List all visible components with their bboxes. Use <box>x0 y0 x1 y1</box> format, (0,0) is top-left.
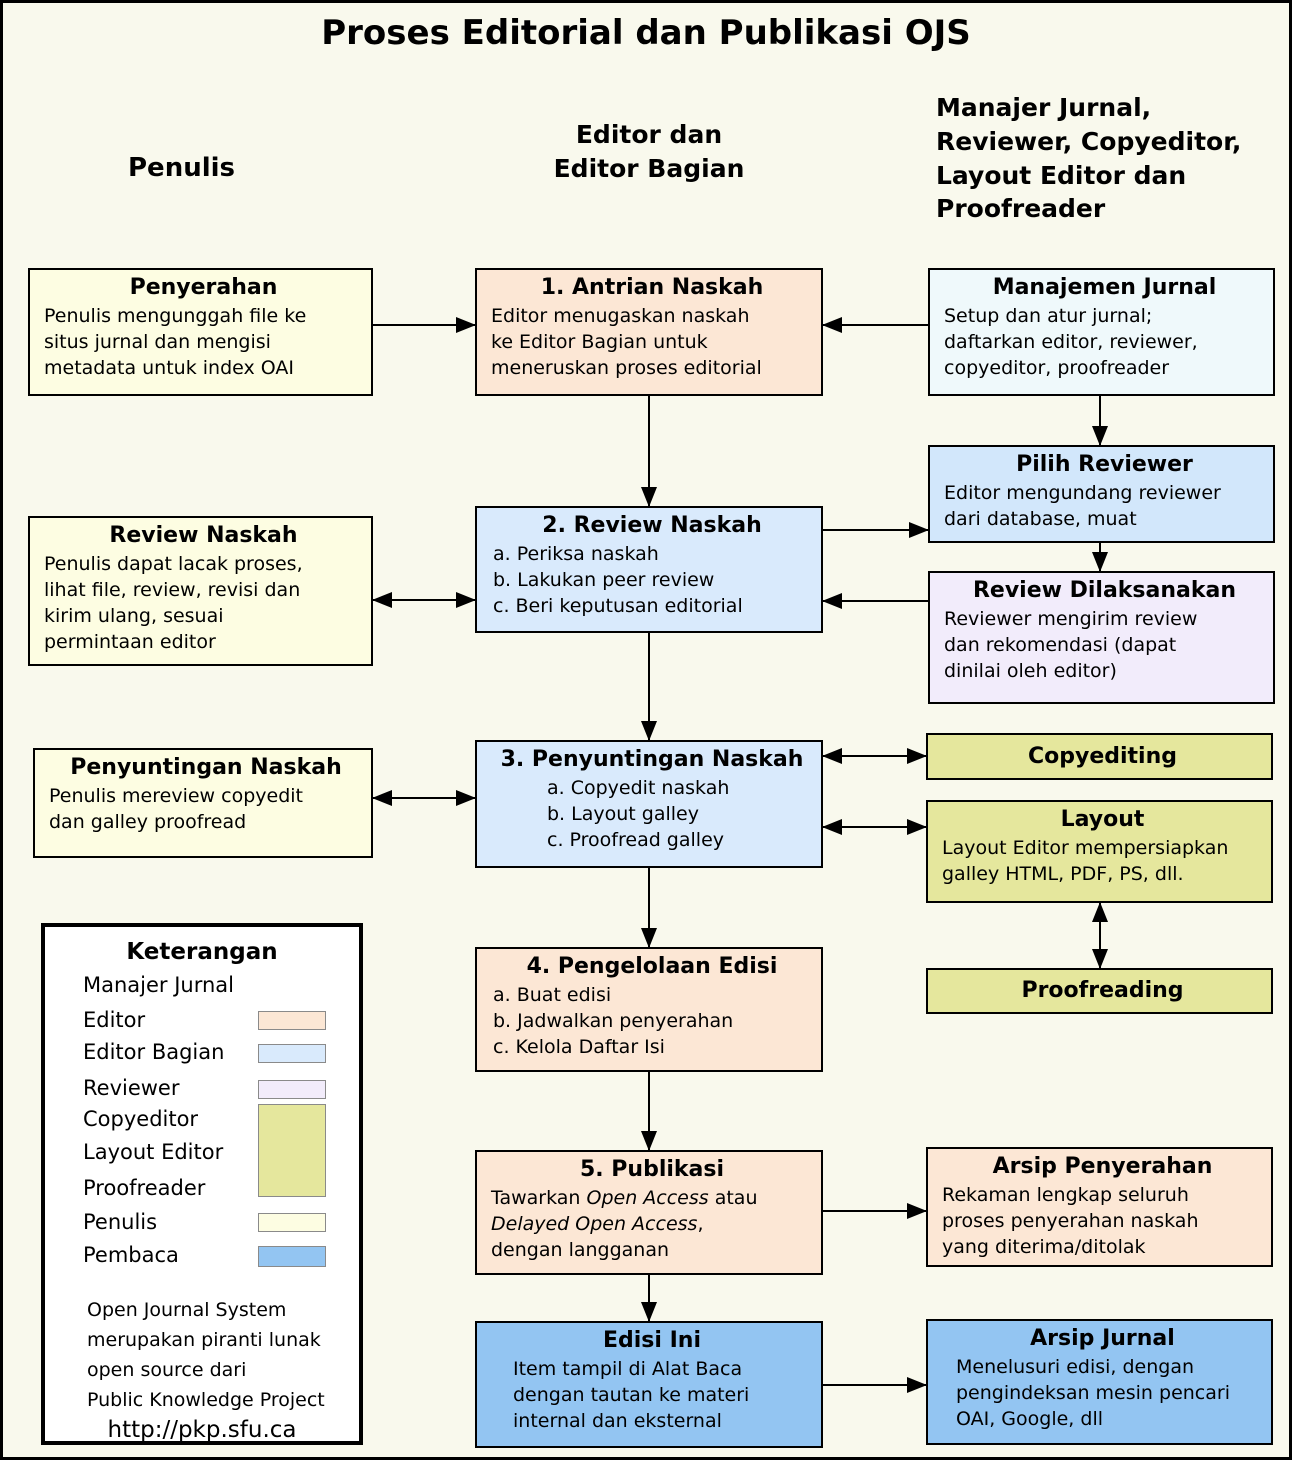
body-text-italic: Delayed Open Access <box>491 1212 698 1235</box>
box-antrian-naskah-body: Editor menugaskan naskah ke Editor Bagia… <box>491 304 762 379</box>
box-arsip-jurnal-body: Menelusuri edisi, dengan pengindeksan me… <box>956 1355 1230 1430</box>
body-text: , <box>697 1212 704 1235</box>
box-manajemen-jurnal-body: Setup dan atur jurnal; daftarkan editor,… <box>944 304 1198 379</box>
box-antrian-naskah-title: 1. Antrian Naskah <box>540 275 764 300</box>
box-pengelolaan-edisi: 4. Pengelolaan Edisi a. Buat edisi b. Ja… <box>475 947 823 1072</box>
body-text: atau <box>708 1186 758 1209</box>
legend-swatch-copyeditor-layout-proofreader <box>258 1104 326 1197</box>
box-penyerahan-body: Penulis mengunggah file ke situs jurnal … <box>44 304 307 379</box>
box-pilih-reviewer-body: Editor mengundang reviewer dari database… <box>944 481 1221 530</box>
legend-label-editor-bagian: Editor Bagian <box>83 1040 225 1064</box>
legend-label-proofreader: Proofreader <box>83 1176 206 1200</box>
legend-label-editor: Editor <box>83 1008 146 1032</box>
flow-arrows <box>372 317 1108 1393</box>
box-penyuntingan-penulis: Penyuntingan Naskah Penulis mereview cop… <box>33 748 373 858</box>
box-penyuntingan-naskah-title: 3. Penyuntingan Naskah <box>500 747 804 772</box>
box-arsip-penyerahan-title: Arsip Penyerahan <box>992 1154 1213 1179</box>
box-layout-title: Layout <box>1060 807 1145 832</box>
legend-note: Open Journal System merupakan piranti lu… <box>87 1299 325 1412</box>
legend-swatch-penulis <box>258 1213 326 1232</box>
list-item: c. Kelola Daftar Isi <box>493 1035 665 1058</box>
column-header-penulis: Penulis <box>128 153 236 183</box>
box-penyuntingan-naskah: 3. Penyuntingan Naskah a. Copyedit naska… <box>475 740 823 868</box>
box-review-dilaksanakan: Review Dilaksanakan Reviewer mengirim re… <box>928 571 1275 704</box>
box-review-naskah-penulis: Review Naskah Penulis dapat lacak proses… <box>28 516 373 666</box>
box-pilih-reviewer: Pilih Reviewer Editor mengundang reviewe… <box>928 445 1275 543</box>
legend-url: http://pkp.sfu.ca <box>107 1417 297 1443</box>
box-pengelolaan-edisi-items: a. Buat edisi b. Jadwalkan penyerahan c.… <box>491 982 813 1060</box>
box-proofreading: Proofreading <box>926 968 1273 1014</box>
legend-label-copyeditor: Copyeditor <box>83 1107 199 1131</box>
legend-swatch-editor-bagian <box>258 1044 326 1063</box>
legend-swatch-editor <box>258 1011 326 1030</box>
body-text-italic: Open Access <box>586 1186 709 1209</box>
box-layout: Layout Layout Editor mempersiapkan galle… <box>926 800 1273 903</box>
legend: Keterangan Manajer Jurnal Editor Editor … <box>41 923 363 1445</box>
box-copyediting-title: Copyediting <box>1027 743 1178 769</box>
legend-label-penulis: Penulis <box>83 1210 158 1234</box>
box-arsip-penyerahan: Arsip Penyerahan Rekaman lengkap seluruh… <box>926 1147 1273 1267</box>
legend-swatch-reviewer <box>258 1080 326 1099</box>
list-item: c. Beri keputusan editorial <box>493 594 743 617</box>
box-review-dilaksanakan-body: Reviewer mengirim review dan rekomendasi… <box>944 607 1198 682</box>
box-arsip-jurnal-title: Arsip Jurnal <box>1030 1326 1175 1351</box>
page-title: Proses Editorial dan Publikasi OJS <box>321 13 971 53</box>
legend-label-layout-editor: Layout Editor <box>83 1140 224 1164</box>
legend-label-pembaca: Pembaca <box>83 1243 179 1267</box>
legend-label-reviewer: Reviewer <box>83 1076 180 1100</box>
box-penyuntingan-penulis-title: Penyuntingan Naskah <box>70 755 342 780</box>
box-arsip-penyerahan-body: Rekaman lengkap seluruh proses penyeraha… <box>942 1183 1199 1258</box>
box-review-naskah-penulis-title: Review Naskah <box>109 523 298 548</box>
box-manajemen-jurnal-title: Manajemen Jurnal <box>992 275 1217 300</box>
box-review-naskah-title: 2. Review Naskah <box>542 513 762 538</box>
box-penyuntingan-penulis-body: Penulis mereview copyedit dan galley pro… <box>49 784 303 833</box>
box-edisi-ini-body: Item tampil di Alat Baca dengan tautan k… <box>513 1357 750 1432</box>
box-review-naskah-items: a. Periksa naskah b. Lakukan peer review… <box>491 541 813 619</box>
list-item: a. Buat edisi <box>493 983 612 1006</box>
list-item: b. Jadwalkan penyerahan <box>493 1009 734 1032</box>
body-text: Tawarkan <box>491 1186 587 1209</box>
column-header-editor: Editor dan Editor Bagian <box>553 120 745 183</box>
box-layout-body: Layout Editor mempersiapkan galley HTML,… <box>942 836 1229 885</box>
box-penyerahan: Penyerahan Penulis mengunggah file ke si… <box>28 268 373 396</box>
box-edisi-ini: Edisi Ini Item tampil di Alat Baca denga… <box>475 1321 823 1448</box>
list-item: a. Copyedit naskah <box>547 776 730 799</box>
box-manajemen-jurnal: Manajemen Jurnal Setup dan atur jurnal; … <box>928 268 1275 396</box>
box-penyuntingan-naskah-items: a. Copyedit naskah b. Layout galley c. P… <box>491 775 813 853</box>
box-pengelolaan-edisi-title: 4. Pengelolaan Edisi <box>526 954 778 979</box>
box-review-dilaksanakan-title: Review Dilaksanakan <box>972 578 1237 603</box>
list-item: b. Lakukan peer review <box>493 568 715 591</box>
box-publikasi-title: 5. Publikasi <box>579 1157 725 1182</box>
box-edisi-ini-title: Edisi Ini <box>602 1328 701 1353</box>
list-item: b. Layout galley <box>547 802 699 825</box>
legend-label-manajer-jurnal: Manajer Jurnal <box>83 973 235 997</box>
box-proofreading-title: Proofreading <box>1021 978 1184 1004</box>
list-item: c. Proofread galley <box>547 828 725 851</box>
legend-title: Keterangan <box>126 939 278 965</box>
list-item: a. Periksa naskah <box>493 542 659 565</box>
box-review-naskah: 2. Review Naskah a. Periksa naskah b. La… <box>475 506 823 633</box>
box-antrian-naskah: 1. Antrian Naskah Editor menugaskan nask… <box>475 268 823 396</box>
box-copyediting: Copyediting <box>926 733 1273 780</box>
box-arsip-jurnal: Arsip Jurnal Menelusuri edisi, dengan pe… <box>926 1319 1273 1445</box>
legend-swatch-manajer-jurnal <box>258 977 326 996</box>
box-review-naskah-penulis-body: Penulis dapat lacak proses, lihat file, … <box>44 552 303 653</box>
body-text: dengan langganan <box>491 1238 670 1261</box>
legend-swatch-pembaca <box>258 1246 326 1267</box>
box-pilih-reviewer-title: Pilih Reviewer <box>1016 452 1193 477</box>
column-header-manajer: Manajer Jurnal, Reviewer, Copyeditor, La… <box>936 93 1242 224</box>
box-penyerahan-title: Penyerahan <box>129 275 278 300</box>
